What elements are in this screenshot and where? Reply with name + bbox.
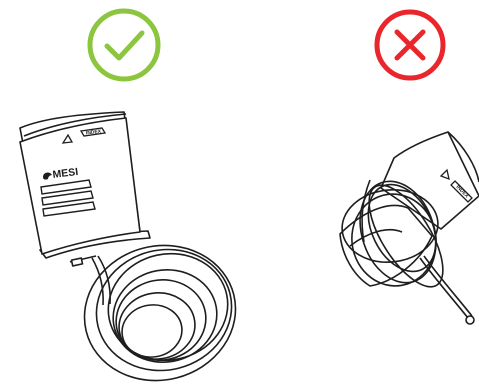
check-mark — [107, 33, 142, 58]
x-circle-icon — [377, 12, 443, 78]
check-circle-icon — [90, 11, 158, 79]
x-mark — [397, 32, 423, 58]
incorrect-panel: INDEX — [338, 12, 479, 324]
cuff-folded-flap — [340, 206, 432, 286]
correct-panel: INDEX MESI — [20, 11, 250, 387]
coiled-tube — [70, 230, 250, 387]
check-circle-ring — [90, 11, 158, 79]
label-rows — [41, 180, 95, 216]
cuff-folded — [20, 112, 150, 266]
